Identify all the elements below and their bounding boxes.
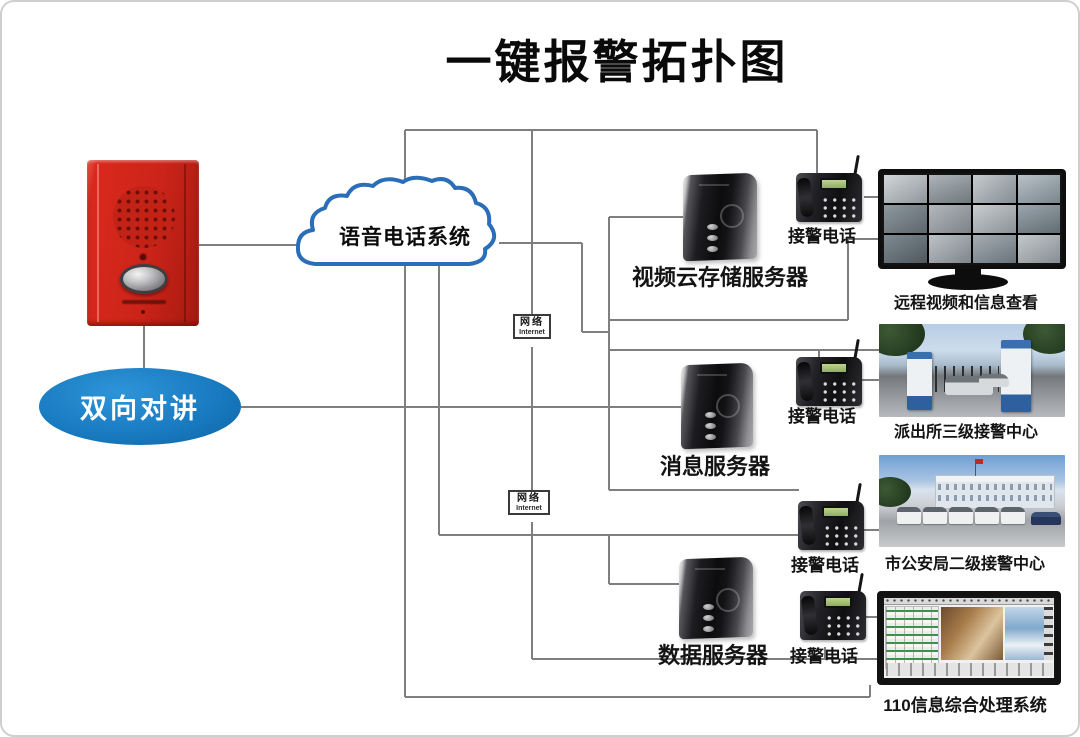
phone-keypad bbox=[823, 613, 862, 637]
building-windows bbox=[938, 495, 1052, 501]
flag bbox=[976, 459, 983, 464]
data-server bbox=[679, 556, 753, 640]
alarm-call-box bbox=[87, 160, 199, 326]
server-button bbox=[707, 246, 718, 252]
gate-pillar bbox=[907, 352, 932, 410]
server-button bbox=[707, 224, 718, 230]
server-slot bbox=[697, 374, 727, 376]
speaker-grille bbox=[113, 186, 175, 248]
police-station-photo bbox=[879, 324, 1065, 417]
city-bureau-photo bbox=[879, 455, 1065, 547]
server-button bbox=[703, 626, 714, 632]
remote-video-monitor bbox=[878, 169, 1066, 269]
alarm-phone-3 bbox=[798, 482, 864, 550]
status-led bbox=[140, 254, 146, 260]
phone-keypad bbox=[819, 195, 858, 219]
scene-photo-b bbox=[1005, 607, 1047, 660]
police-van bbox=[975, 507, 999, 524]
call-button bbox=[120, 264, 168, 294]
police-van bbox=[949, 507, 973, 524]
alarm-phone-2-label: 接警电话 bbox=[788, 407, 856, 426]
server-button bbox=[707, 235, 718, 241]
monitor-stand-base bbox=[928, 274, 1008, 290]
alarm-phone-4 bbox=[800, 572, 866, 640]
server-button bbox=[703, 615, 714, 621]
building-windows bbox=[938, 484, 1052, 490]
server-logo bbox=[716, 394, 740, 418]
server-button bbox=[705, 423, 716, 429]
cloud-shape bbox=[295, 175, 497, 266]
phone-keypad bbox=[819, 379, 858, 403]
info-system-label: 110信息综合处理系统 bbox=[883, 696, 1047, 715]
alarm-phone-3-label: 接警电话 bbox=[791, 556, 859, 575]
side-panel bbox=[1044, 607, 1053, 660]
scene-photo-a bbox=[941, 607, 1003, 660]
video-server-label: 视频云存储服务器 bbox=[631, 265, 809, 290]
phone-keypad bbox=[821, 523, 860, 547]
phone-screen bbox=[820, 178, 848, 190]
network-node-1-zh: 网络 bbox=[520, 317, 544, 328]
police-station-label: 派出所三级接警中心 bbox=[893, 424, 1039, 441]
office-building bbox=[935, 475, 1055, 509]
network-node-2-zh: 网络 bbox=[517, 493, 541, 504]
police-van bbox=[923, 507, 947, 524]
server-button bbox=[703, 604, 714, 610]
voice-phone-cloud: 语音电话系统 bbox=[295, 174, 515, 274]
server-button bbox=[705, 412, 716, 418]
software-screen bbox=[884, 598, 1054, 678]
status-strip bbox=[886, 663, 1053, 676]
sedan-car bbox=[1031, 512, 1061, 525]
server-logo bbox=[716, 588, 740, 612]
message-server-label: 消息服务器 bbox=[659, 454, 771, 479]
device-edge-highlight bbox=[97, 164, 99, 322]
phone-screen bbox=[820, 362, 848, 374]
police-van bbox=[897, 507, 921, 524]
alarm-phone-1-label: 接警电话 bbox=[788, 227, 856, 246]
network-node-2: 网络 Internet bbox=[508, 490, 550, 515]
server-slot bbox=[699, 184, 729, 186]
device-edge-shadow bbox=[184, 164, 186, 322]
network-node-2-en: Internet bbox=[516, 504, 542, 512]
server-slot bbox=[695, 568, 725, 570]
video-cloud-storage-server bbox=[683, 172, 757, 262]
server-button bbox=[705, 434, 716, 440]
car bbox=[979, 374, 1009, 387]
alarm-phone-4-label: 接警电话 bbox=[790, 647, 858, 666]
message-server bbox=[681, 362, 753, 450]
flag-pole bbox=[975, 459, 976, 476]
server-logo bbox=[720, 204, 744, 228]
diagram-title: 一键报警拓扑图 bbox=[445, 36, 789, 88]
device-mic-hole bbox=[141, 310, 145, 314]
event-list-panel bbox=[885, 606, 939, 669]
cloud-label: 语音电话系统 bbox=[339, 226, 471, 249]
tree bbox=[879, 477, 911, 507]
city-bureau-label: 市公安局二级接警中心 bbox=[884, 556, 1046, 573]
police-van bbox=[1001, 507, 1025, 524]
alarm-phone-1 bbox=[796, 154, 862, 222]
network-node-1-en: Internet bbox=[519, 328, 545, 336]
intercom-label: 双向对讲 bbox=[80, 394, 200, 424]
alarm-phone-2 bbox=[796, 338, 862, 406]
toolbar bbox=[884, 598, 1054, 605]
list-columns bbox=[886, 607, 938, 668]
device-small-print bbox=[122, 300, 166, 304]
network-node-1: 网络 Internet bbox=[513, 314, 551, 339]
remote-video-label: 远程视频和信息查看 bbox=[893, 295, 1039, 312]
data-server-label: 数据服务器 bbox=[657, 643, 769, 668]
phone-screen bbox=[824, 596, 852, 608]
phone-screen bbox=[822, 506, 850, 518]
monitor-stand-neck bbox=[955, 269, 981, 276]
camera-mosaic bbox=[884, 175, 1060, 263]
info-system-monitor bbox=[877, 591, 1061, 685]
intercom-ellipse: 双向对讲 bbox=[39, 368, 241, 445]
